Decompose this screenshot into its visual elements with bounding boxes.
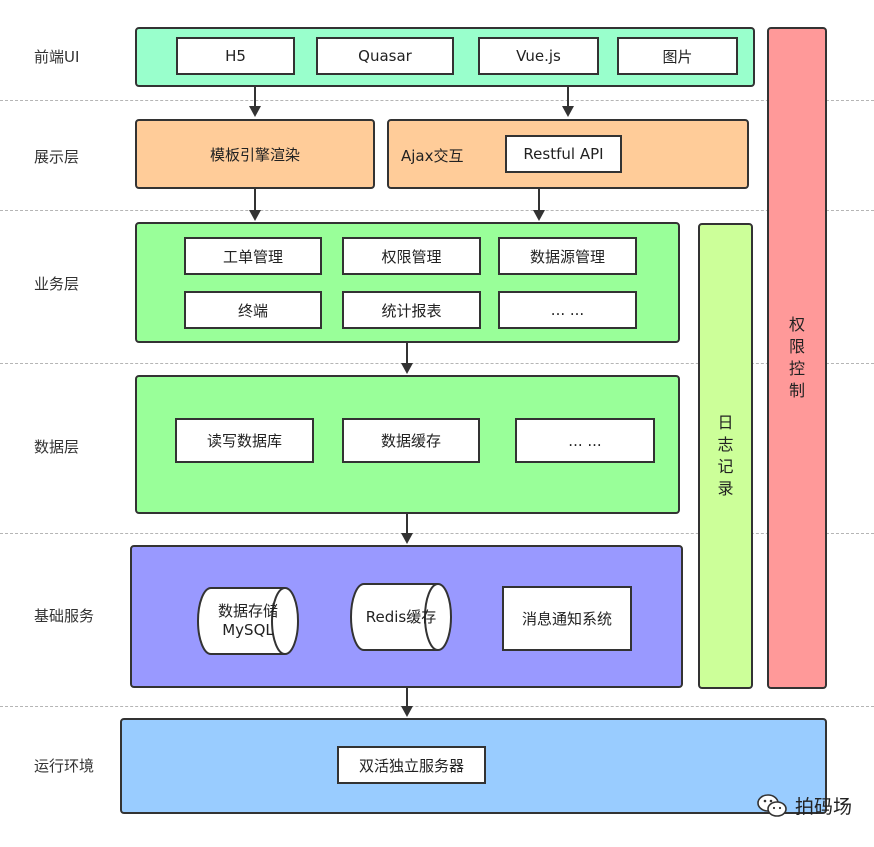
business-item-ticket: 工单管理 [184,237,322,275]
layer-label-frontend: 前端UI [34,48,80,66]
log-char: 志 [717,435,734,454]
business-item-datasource: 数据源管理 [498,237,637,275]
runtime-server-item: 双活独立服务器 [337,746,486,784]
layer-label-base: 基础服务 [34,607,95,625]
flow-arrow [401,514,413,544]
flow-arrow [533,189,545,221]
ajax-label: Ajax交互 [401,147,464,165]
data-item-more: ... ... [515,418,655,463]
message-system-item: 消息通知系统 [502,586,632,651]
business-item-terminal: 终端 [184,291,322,329]
auth-char: 控 [788,359,805,378]
wechat-icon [757,793,787,817]
mysql-storage-cylinder: 数据存储 MySQL [196,586,300,656]
redis-cache-label: Redis缓存 [365,608,437,626]
flow-arrow [401,688,413,717]
layer-label-presentation: 展示层 [34,148,80,166]
cylinder-shape [197,587,299,655]
template-render-box: 模板引擎渲染 [135,119,375,189]
business-item-report: 统计报表 [342,291,481,329]
restful-api-item: Restful API [505,135,622,173]
layer-divider [0,100,874,101]
flow-arrow [249,87,261,117]
auth-char: 权 [788,315,805,334]
log-column: 日 志 记 录 [698,223,753,689]
watermark: 拍码场 [757,792,852,819]
layer-label-business: 业务层 [34,275,80,293]
layer-divider [0,706,874,707]
auth-char: 制 [788,381,805,400]
layer-label-data: 数据层 [34,438,80,456]
business-item-more: ... ... [498,291,637,329]
frontend-item-quasar: Quasar [316,37,454,75]
auth-control-column: 权 限 控 制 [767,27,827,689]
mysql-label: MySQL [222,621,274,639]
log-char: 记 [717,457,734,476]
flow-arrow [562,87,574,117]
frontend-item-h5: H5 [176,37,295,75]
layer-divider [0,363,874,364]
data-item-rw-db: 读写数据库 [175,418,314,463]
log-char: 日 [717,413,734,432]
mysql-storage-label: 数据存储 [217,602,278,620]
cylinder-shape [350,583,452,651]
frontend-item-vuejs: Vue.js [478,37,599,75]
layer-divider [0,533,874,534]
template-render-label: 模板引擎渲染 [209,145,300,164]
log-char: 录 [717,479,734,498]
flow-arrow [249,189,261,221]
auth-char: 限 [788,337,805,356]
layer-label-runtime: 运行环境 [34,757,95,775]
redis-cache-cylinder: Redis缓存 [349,582,453,652]
business-item-permission: 权限管理 [342,237,481,275]
flow-arrow [401,343,413,374]
frontend-item-image: 图片 [617,37,738,75]
watermark-text: 拍码场 [794,796,852,818]
layer-divider [0,210,874,211]
data-item-cache: 数据缓存 [342,418,480,463]
